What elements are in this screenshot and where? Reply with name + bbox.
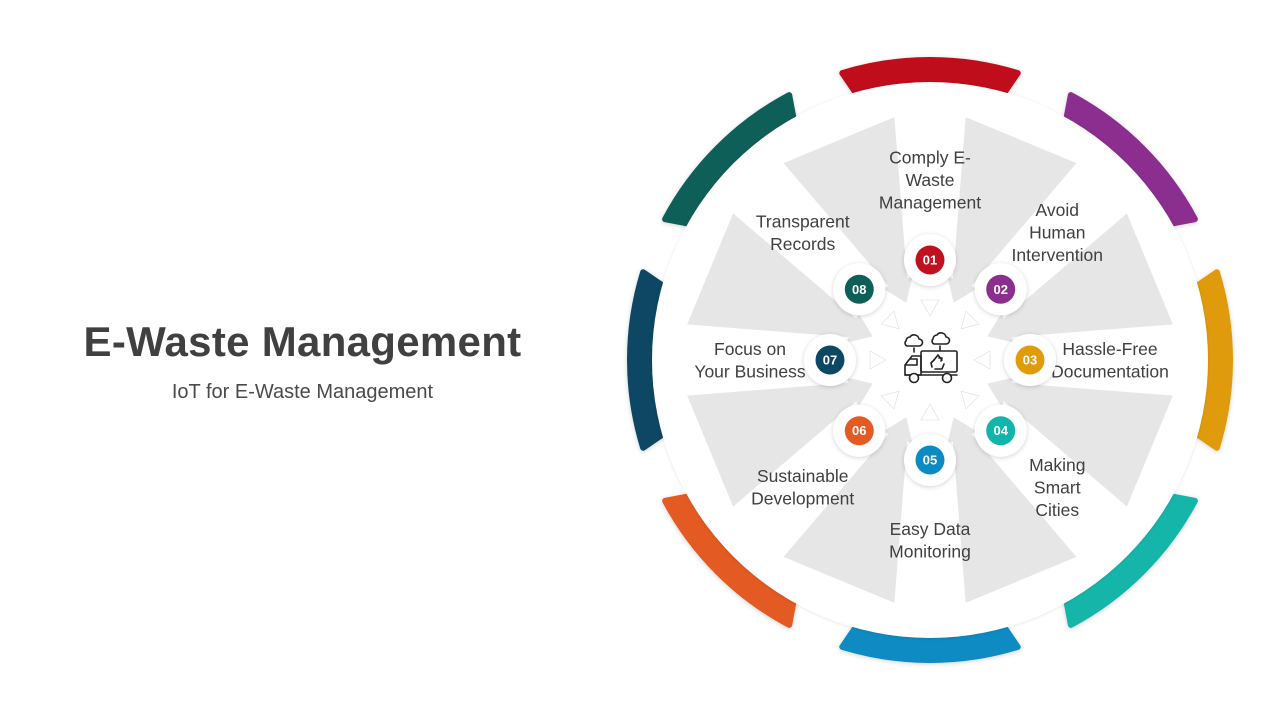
- label-line: Transparent: [756, 211, 850, 231]
- badge-number: 03: [1023, 353, 1037, 368]
- number-badge-03: [1015, 345, 1045, 375]
- badge-number: 07: [823, 353, 837, 368]
- number-badges: 01 02 03 04 05 06 07 08: [804, 234, 1056, 486]
- label-line: Focus on: [714, 339, 786, 359]
- label-line: Sustainable: [757, 466, 848, 486]
- number-badge-01: [915, 245, 945, 275]
- inner-arrow-head: [973, 350, 991, 370]
- label-line: Human: [1029, 223, 1085, 243]
- slide-title: E-Waste Management: [83, 318, 522, 365]
- label-line: Smart: [1034, 477, 1081, 497]
- number-badge-05: [915, 445, 945, 475]
- number-badge-08: [844, 274, 874, 304]
- recycling-truck-icon: [904, 332, 958, 384]
- inner-arrow-stem: [969, 399, 987, 417]
- inner-arrow-head: [869, 350, 887, 370]
- label-line: Comply E-: [889, 148, 971, 168]
- spoke-arrow: [947, 417, 1077, 603]
- slide-subtitle: IoT for E-Waste Management: [171, 381, 434, 403]
- label-line: Making: [1029, 455, 1085, 475]
- badge-number: 08: [852, 282, 866, 297]
- badge-number: 02: [993, 282, 1007, 297]
- label-line: Hassle-Free: [1062, 339, 1157, 359]
- label-line: Cities: [1035, 500, 1079, 520]
- number-badge-04: [986, 416, 1016, 446]
- inner-arrow-stem: [969, 303, 987, 321]
- spoke-arrow: [987, 377, 1173, 507]
- spoke-arrow: [783, 117, 913, 303]
- spoke-arrow: [947, 117, 1077, 303]
- badge-number: 05: [923, 453, 937, 468]
- number-badge-02: [986, 274, 1016, 304]
- inner-arrow-head: [920, 403, 940, 421]
- spoke-arrow: [687, 377, 873, 507]
- spoke-arrow: [783, 417, 913, 603]
- label-line: Records: [770, 234, 835, 254]
- label-line: Easy Data: [890, 519, 971, 539]
- inner-arrow-head: [960, 390, 980, 410]
- inner-arrow-head: [880, 390, 900, 410]
- center-circle: [896, 326, 964, 394]
- inner-arrow-head: [880, 310, 900, 330]
- label-line: Waste: [906, 170, 955, 190]
- label-line: Management: [879, 193, 981, 213]
- inner-arrow-head: [920, 299, 940, 317]
- inward-arrows: [687, 117, 1173, 603]
- center-hub: [896, 326, 964, 394]
- badge-number: 06: [852, 423, 866, 438]
- inner-arrow-stem: [873, 399, 891, 417]
- number-badge-07: [815, 345, 845, 375]
- label-line: Monitoring: [889, 541, 971, 561]
- spoke-arrow: [687, 213, 873, 343]
- number-badge-06: [844, 416, 874, 446]
- spoke-arrow: [987, 213, 1173, 343]
- inner-arrow-head: [960, 310, 980, 330]
- label-line: Documentation: [1051, 361, 1169, 381]
- label-line: Your Business: [694, 361, 805, 381]
- badge-number: 04: [993, 423, 1008, 438]
- inner-arrow-stem: [873, 303, 891, 321]
- label-line: Development: [751, 489, 854, 509]
- badge-number: 01: [923, 253, 937, 268]
- label-line: Intervention: [1012, 245, 1103, 265]
- label-line: Avoid: [1036, 200, 1079, 220]
